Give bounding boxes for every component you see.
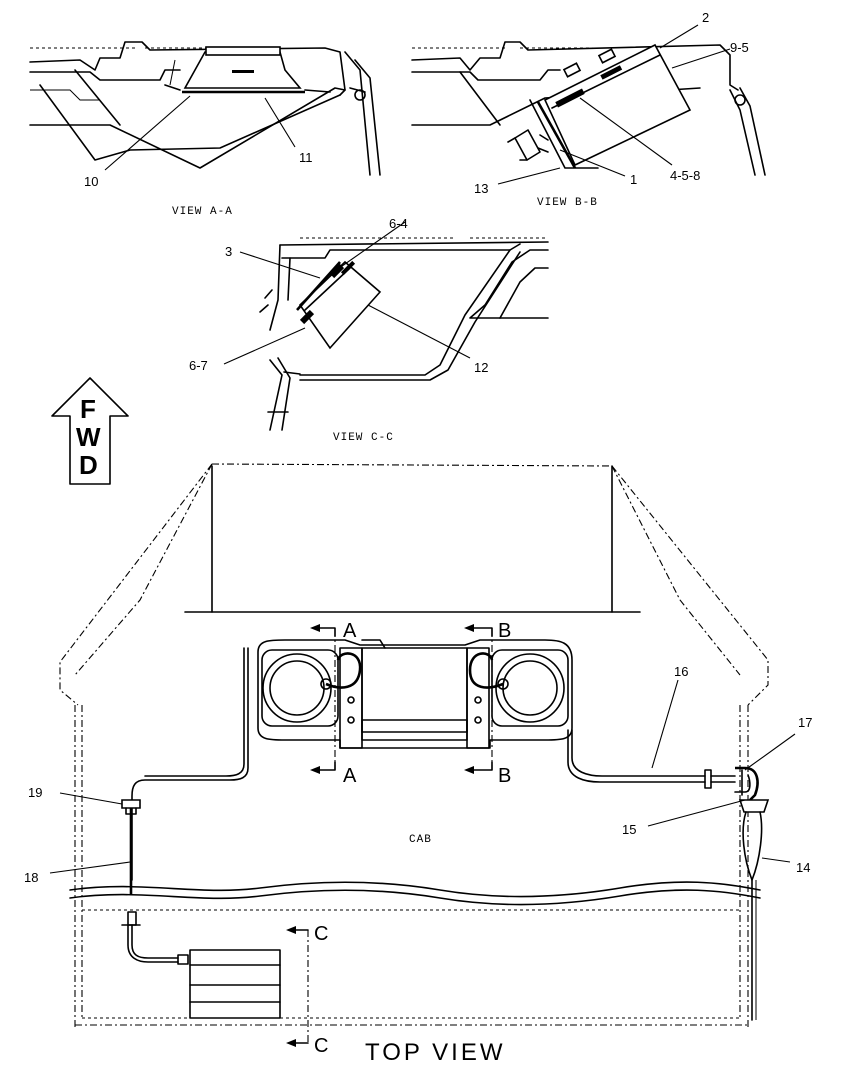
- callout-11: 11: [299, 150, 313, 165]
- callout-18: 18: [24, 870, 38, 885]
- section-marker-c-top: C: [314, 923, 328, 945]
- top-view: A A B B C C: [24, 463, 812, 1066]
- view-a-a: 10 11 VIEW A-A: [29, 41, 381, 218]
- fwd-letter-d: D: [79, 450, 98, 480]
- section-marker-c-bottom: C: [314, 1035, 328, 1057]
- callout-3: 3: [225, 244, 232, 259]
- callout-6-7: 6-7: [189, 358, 208, 373]
- callout-2: 2: [702, 10, 709, 25]
- cab-label: CAB: [409, 834, 432, 846]
- forward-arrow-icon: F W D: [51, 377, 129, 485]
- view-a-a-label: VIEW A-A: [172, 206, 233, 218]
- section-marker-b-top: B: [498, 620, 511, 642]
- callout-16: 16: [674, 664, 688, 679]
- view-b-b: 2 9-5 4-5-8 1 13 VIEW B-B: [411, 10, 766, 209]
- view-c-c-label: VIEW C-C: [333, 432, 394, 444]
- callout-13: 13: [474, 181, 488, 196]
- callout-10: 10: [84, 174, 98, 189]
- callout-9-5: 9-5: [730, 40, 749, 55]
- view-c-c: 6-4 3 12 6-7 VIEW C-C: [189, 216, 549, 444]
- fwd-letter-f: F: [80, 394, 96, 424]
- callout-15: 15: [622, 822, 636, 837]
- fwd-letter-w: W: [76, 422, 101, 452]
- view-b-b-label: VIEW B-B: [537, 197, 598, 209]
- callout-1: 1: [630, 172, 637, 187]
- callout-12: 12: [474, 360, 488, 375]
- section-marker-a-bottom: A: [343, 765, 357, 787]
- section-marker-b-bottom: B: [498, 765, 511, 787]
- section-marker-a-top: A: [343, 620, 357, 642]
- callout-4-5-8: 4-5-8: [670, 168, 700, 183]
- callout-14: 14: [796, 860, 810, 875]
- callout-6-4: 6-4: [389, 216, 408, 231]
- top-view-label: TOP VIEW: [365, 1039, 505, 1066]
- callout-19: 19: [28, 785, 42, 800]
- callout-17: 17: [798, 715, 812, 730]
